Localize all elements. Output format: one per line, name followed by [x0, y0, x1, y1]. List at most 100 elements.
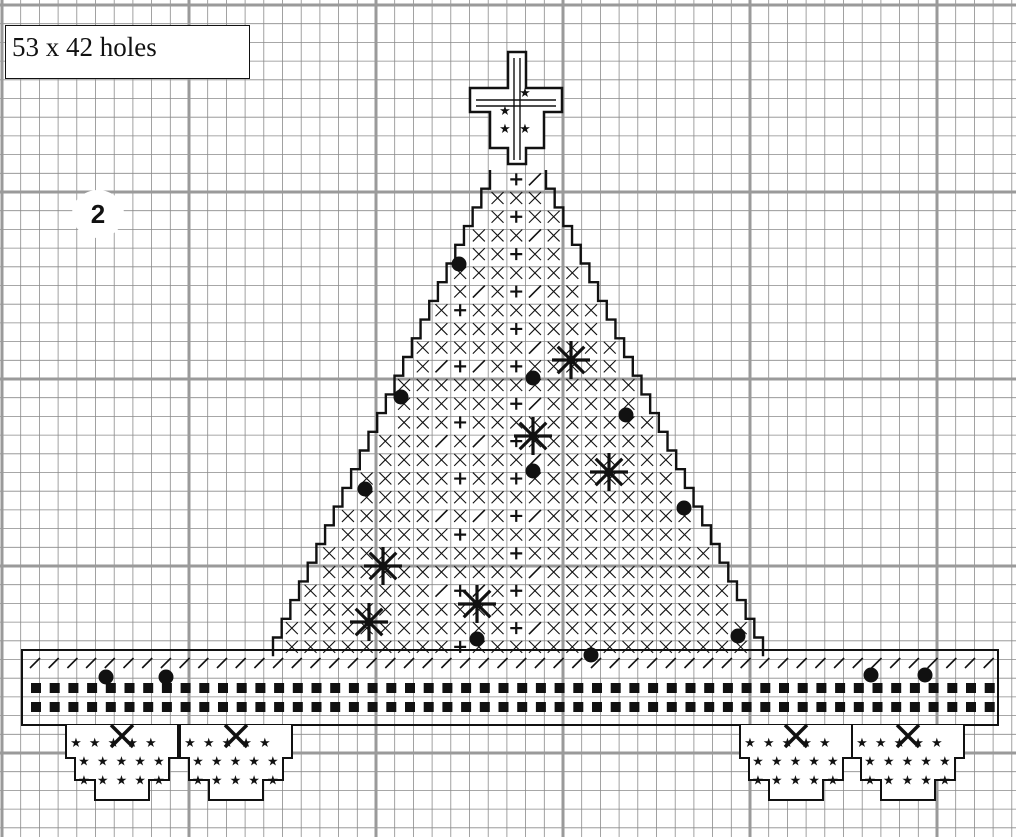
- slash-stitch: [529, 398, 541, 410]
- square-stitch: [985, 683, 995, 693]
- cross-stitch: [492, 267, 504, 279]
- cross-stitch: [398, 491, 410, 503]
- cross-stitch: [548, 454, 560, 466]
- square-stitch: [910, 702, 920, 712]
- cross-stitch: [604, 603, 616, 615]
- cross-stitch: [454, 435, 466, 447]
- cross-stitch: [679, 547, 691, 559]
- square-stitch: [50, 702, 60, 712]
- cross-stitch: [342, 547, 354, 559]
- cross-stitch: [417, 379, 429, 391]
- slash-stitch: [529, 342, 541, 354]
- cross-stitch: [622, 510, 634, 522]
- cross-stitch: [529, 192, 541, 204]
- star-stitch: ★: [230, 773, 242, 788]
- cross-stitch: [641, 566, 653, 578]
- square-stitch: [742, 683, 752, 693]
- square-stitch: [312, 683, 322, 693]
- square-stitch: [573, 702, 583, 712]
- cross-stitch: [398, 603, 410, 615]
- cross-stitch: [641, 641, 653, 653]
- cross-stitch: [622, 379, 634, 391]
- square-stitch: [199, 702, 209, 712]
- cross-stitch: [548, 211, 560, 223]
- cross-stitch: [492, 454, 504, 466]
- star-stitch: ★: [790, 773, 802, 788]
- cross-stitch: [548, 286, 560, 298]
- cross-stitch: [454, 454, 466, 466]
- tree-topper-star: ★★★★: [470, 52, 562, 164]
- square-stitch: [742, 702, 752, 712]
- cross-stitch: [454, 379, 466, 391]
- star-stitch: ★: [116, 773, 128, 788]
- cross-stitch: [473, 248, 485, 260]
- cross-stitch: [492, 566, 504, 578]
- ornament-dot: [394, 390, 409, 405]
- ornament-dot: [584, 648, 599, 663]
- cross-stitch: [548, 566, 560, 578]
- cross-stitch: [548, 323, 560, 335]
- slash-stitch: [435, 435, 447, 447]
- cross-stitch: [697, 585, 709, 597]
- cross-stitch: [473, 379, 485, 391]
- square-stitch: [274, 702, 284, 712]
- cross-stitch: [622, 622, 634, 634]
- cross-stitch: [660, 641, 672, 653]
- star-stitch: ★: [771, 773, 783, 788]
- cross-stitch: [342, 622, 354, 634]
- square-stitch: [125, 702, 135, 712]
- cross-stitch: [548, 304, 560, 316]
- cross-stitch: [566, 435, 578, 447]
- cross-stitch: [585, 304, 597, 316]
- cross-stitch: [585, 379, 597, 391]
- star-stitch: ★: [248, 773, 260, 788]
- cross-stitch: [379, 454, 391, 466]
- cross-stitch: [566, 398, 578, 410]
- cross-stitch: [379, 585, 391, 597]
- cross-stitch: [529, 248, 541, 260]
- cross-stitch: [604, 529, 616, 541]
- cross-stitch: [566, 547, 578, 559]
- star-stitch: ★: [267, 773, 279, 788]
- plus-stitch: [510, 622, 522, 634]
- cross-stitch: [548, 267, 560, 279]
- cross-stitch: [473, 454, 485, 466]
- star-stitch: ★: [856, 736, 868, 751]
- cross-stitch: [435, 342, 447, 354]
- square-stitch: [162, 683, 172, 693]
- slash-stitch: [435, 585, 447, 597]
- cross-stitch: [361, 529, 373, 541]
- cross-stitch: [305, 603, 317, 615]
- square-stitch: [143, 683, 153, 693]
- plus-stitch: [510, 398, 522, 410]
- square-stitch: [985, 702, 995, 712]
- square-stitch: [873, 683, 883, 693]
- ornament-dots: [99, 257, 933, 685]
- tree-outline-right: [546, 170, 763, 656]
- star-stitch: ★: [883, 773, 895, 788]
- slash-stitch: [473, 286, 485, 298]
- cross-stitch: [323, 566, 335, 578]
- ornament-dot: [526, 371, 541, 386]
- cross-stitch: [323, 622, 335, 634]
- cross-stitch: [492, 416, 504, 428]
- square-stitch: [424, 683, 434, 693]
- cross-stitch: [379, 529, 391, 541]
- cross-stitch: [435, 547, 447, 559]
- cross-stitch: [398, 454, 410, 466]
- square-stitch: [293, 683, 303, 693]
- square-stitch: [573, 683, 583, 693]
- star-stitch: ★: [519, 86, 531, 101]
- cross-stitch: [548, 416, 560, 428]
- star-stitch: ★: [499, 104, 511, 119]
- square-stitch: [274, 683, 284, 693]
- star-stitch: ★: [192, 755, 204, 770]
- square-stitch: [779, 702, 789, 712]
- cross-stitch: [417, 622, 429, 634]
- cross-stitch: [566, 323, 578, 335]
- square-stitch: [555, 702, 565, 712]
- square-stitch: [686, 702, 696, 712]
- cross-stitch: [548, 622, 560, 634]
- cross-stitch: [641, 454, 653, 466]
- square-stitch: [386, 683, 396, 693]
